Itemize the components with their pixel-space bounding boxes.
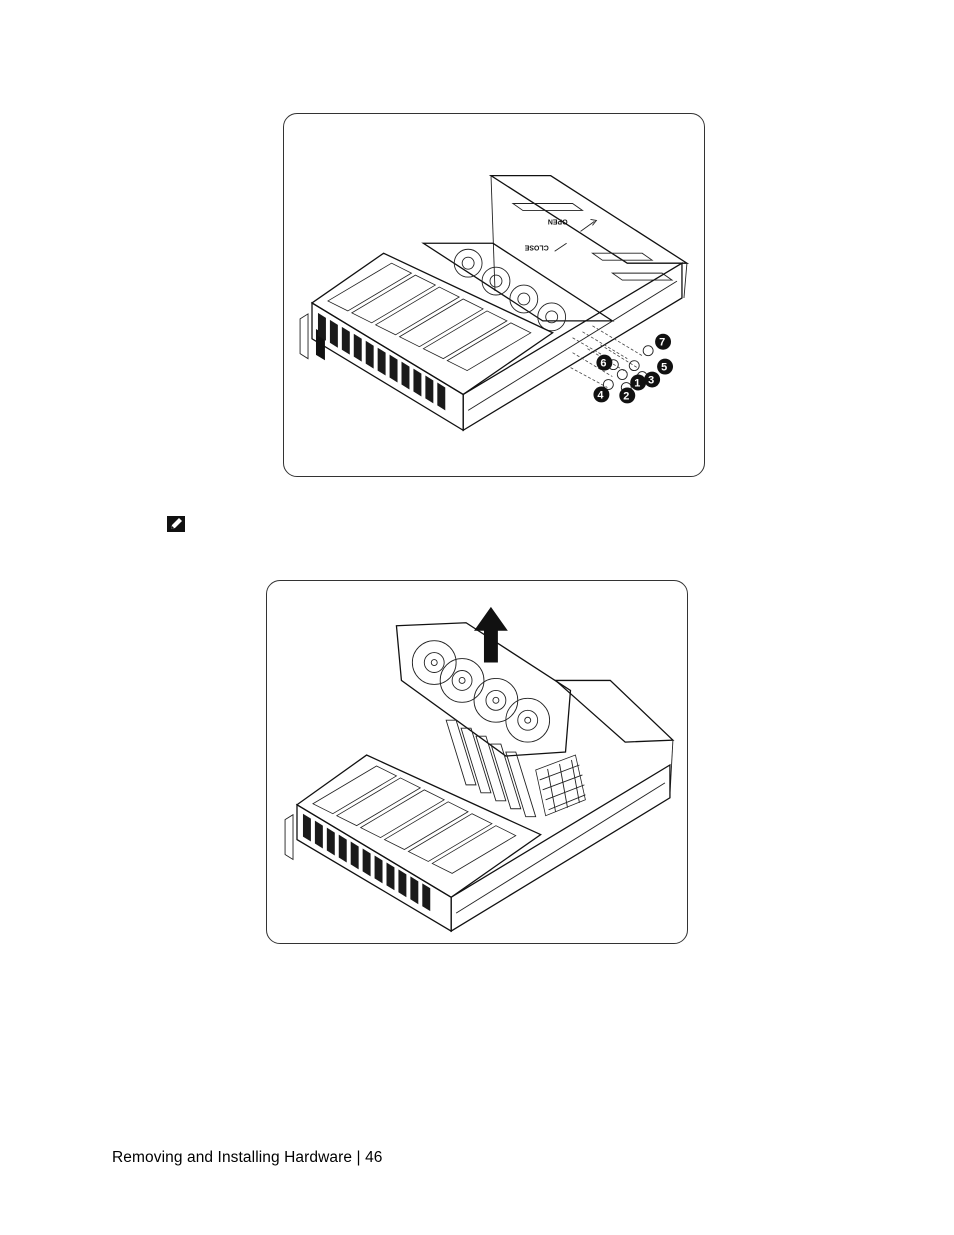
svg-text:3: 3	[648, 375, 654, 387]
chassis-screws-illustration: OPEN CLOSE	[299, 175, 690, 432]
fan-modules	[453, 248, 567, 332]
fan-module	[411, 640, 551, 743]
svg-text:5: 5	[661, 362, 667, 374]
mesh-panel	[535, 754, 586, 817]
screws	[602, 345, 654, 393]
figure-fan-removal	[266, 580, 688, 944]
slot-lines	[312, 765, 517, 874]
svg-text:7: 7	[659, 337, 665, 349]
svg-text:2: 2	[623, 390, 629, 402]
figure-chassis-screws: OPEN CLOSE	[283, 113, 705, 477]
callout-7: 7	[655, 333, 672, 350]
slot-lines	[327, 262, 532, 372]
lid-open-label: OPEN	[548, 217, 568, 224]
callout-1: 1	[630, 374, 647, 391]
drive-bay-row	[302, 813, 431, 912]
lift-arrow-icon	[474, 606, 508, 663]
drive-bay-row	[317, 312, 446, 411]
svg-text:1: 1	[634, 377, 640, 389]
svg-text:6: 6	[600, 358, 606, 370]
lid-close-label: CLOSE	[524, 243, 548, 250]
pencil-note-icon	[167, 516, 185, 532]
callout-3: 3	[644, 371, 661, 388]
riser-cards	[445, 719, 537, 818]
callout-4: 4	[593, 386, 610, 403]
callout-2: 2	[619, 387, 636, 404]
svg-text:4: 4	[597, 389, 604, 401]
callout-5: 5	[657, 358, 674, 375]
fan-removal-illustration	[284, 606, 675, 933]
page-footer: Removing and Installing Hardware | 46	[112, 1149, 383, 1166]
callout-6: 6	[596, 354, 613, 371]
